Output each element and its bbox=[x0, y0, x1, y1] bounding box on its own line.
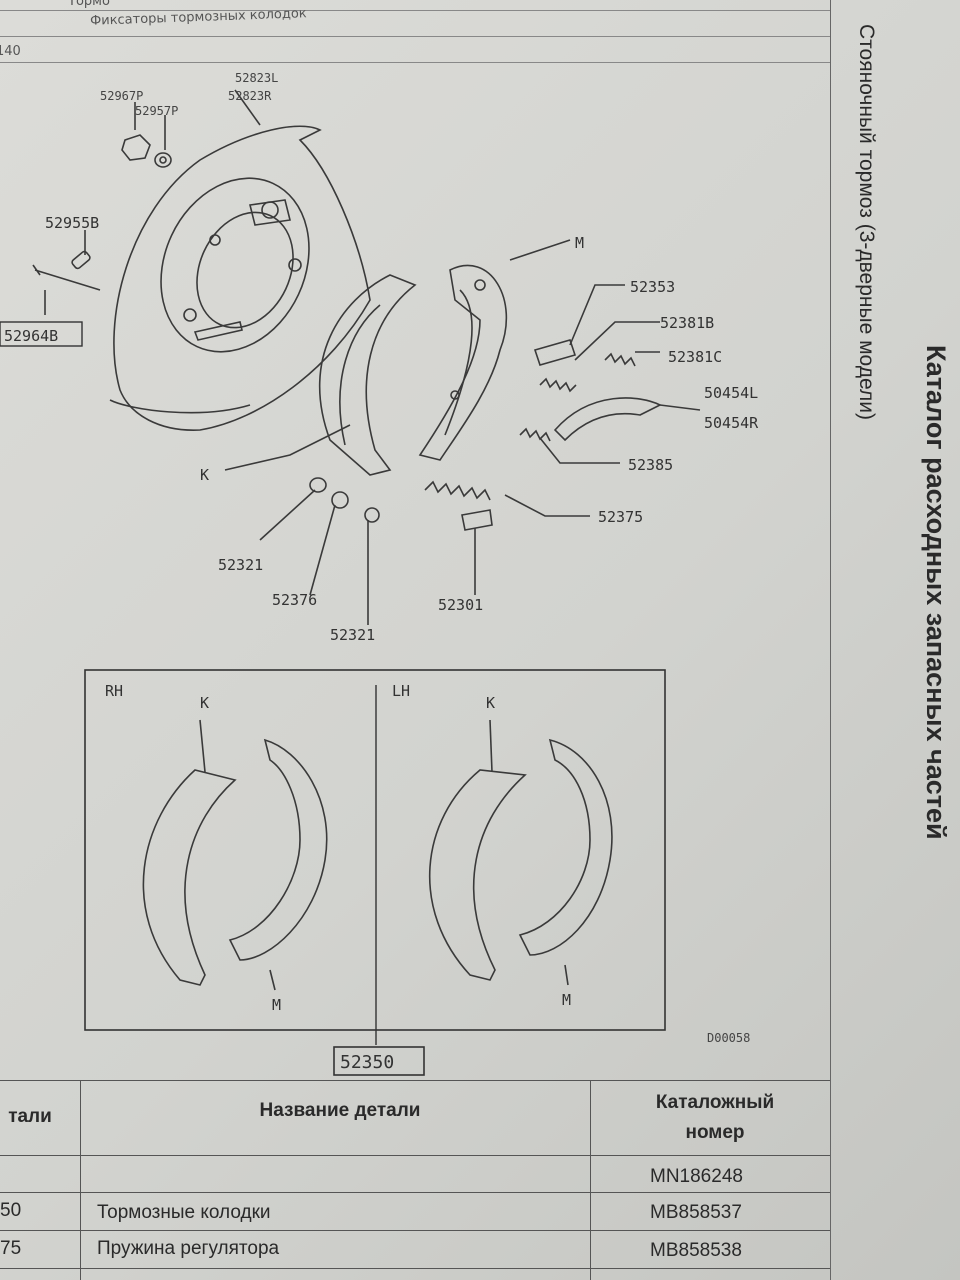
table-rule bbox=[0, 1192, 830, 1193]
assembly-number: 52350 bbox=[340, 1052, 394, 1073]
nut-and-washer-drawing bbox=[121, 134, 172, 168]
callout-52957P: 52957P bbox=[135, 104, 178, 118]
callout-52955B: 52955B bbox=[45, 214, 99, 232]
page-title: Каталог расходных запасных частей Стояно… bbox=[818, 10, 958, 1090]
inset-label-rh: RH bbox=[105, 682, 123, 700]
callout-52823R: 52823R bbox=[228, 89, 272, 103]
callout-52375: 52375 bbox=[598, 508, 643, 526]
callout-52301: 52301 bbox=[438, 596, 483, 614]
table-cell-code: 50 bbox=[0, 1200, 22, 1221]
callout-52381C: 52381C bbox=[668, 348, 722, 366]
table-col-rule bbox=[590, 1080, 591, 1280]
section-title: Стояночный тормоз (3-дверные модели) bbox=[855, 24, 878, 420]
table-col-rule bbox=[80, 1080, 81, 1280]
backing-plate-drawing bbox=[109, 125, 371, 431]
assembly-inset: RH LH K K M M 52350 D00058 bbox=[84, 669, 750, 1076]
header-catalog-line1: Каталожный bbox=[655, 1092, 775, 1113]
table-cell-catalog: MB858538 bbox=[650, 1240, 742, 1261]
drawing-number: D00058 bbox=[707, 1031, 750, 1045]
column-divider bbox=[830, 0, 831, 1280]
table-rule bbox=[0, 1268, 830, 1269]
callout-52376: 52376 bbox=[272, 591, 317, 609]
header-part-name: Название детали bbox=[259, 1100, 421, 1121]
callout-52823L: 52823L bbox=[235, 71, 278, 85]
callout-52381B: 52381B bbox=[660, 314, 714, 332]
parts-table: тали Название детали Каталожный номер MN… bbox=[0, 1080, 830, 1280]
exploded-parts-diagram: 52967P 52957P 52823L 52823R 52955B 52964… bbox=[0, 71, 759, 1076]
table-cell-name: Тормозные колодки bbox=[97, 1202, 271, 1223]
inset-label-k: K bbox=[486, 694, 495, 712]
table-rule bbox=[0, 1080, 830, 1081]
table-cell-code: 75 bbox=[0, 1238, 22, 1259]
header-catalog-line2: номер bbox=[685, 1122, 745, 1143]
callout-50454R: 50454R bbox=[704, 414, 759, 432]
callout-M: M bbox=[575, 234, 584, 252]
callout-52321: 52321 bbox=[218, 556, 263, 574]
callout-52964B: 52964B bbox=[4, 327, 58, 345]
table-cell-catalog: MB858537 bbox=[650, 1202, 742, 1223]
callout-52385: 52385 bbox=[628, 456, 673, 474]
inset-label-lh: LH bbox=[392, 682, 410, 700]
callout-50454L: 50454L bbox=[704, 384, 758, 402]
table-rule bbox=[0, 36, 830, 37]
inset-label-k: K bbox=[200, 694, 209, 712]
catalog-title: Каталог расходных запасных частей bbox=[921, 345, 951, 840]
table-rule bbox=[0, 1155, 830, 1156]
callout-box bbox=[0, 321, 83, 347]
inset-label-m: M bbox=[272, 996, 281, 1014]
inset-label-m: M bbox=[562, 991, 571, 1009]
callout-K: K bbox=[200, 466, 209, 484]
bolt-drawing bbox=[32, 250, 101, 291]
previous-table-fragment: Тормо Фиксаторы тормозных колодок 140 bbox=[0, 0, 830, 63]
callout-52353: 52353 bbox=[630, 278, 675, 296]
prev-row-desc: Тормо bbox=[68, 0, 110, 9]
table-cell-name: Пружина регулятора bbox=[97, 1238, 280, 1259]
assembly-number-box bbox=[333, 1046, 425, 1076]
brake-shoe-m-drawing bbox=[418, 264, 508, 461]
callout-52321: 52321 bbox=[330, 626, 375, 644]
leader-lines bbox=[44, 89, 701, 625]
brake-shoe-k-drawing bbox=[318, 274, 417, 476]
prev-row-code: 140 bbox=[0, 44, 21, 59]
table-rule bbox=[0, 1230, 830, 1231]
table-rule bbox=[0, 10, 830, 11]
small-parts-drawing bbox=[309, 339, 662, 531]
header-part-code: тали bbox=[8, 1106, 52, 1127]
table-cell-catalog: MN186248 bbox=[650, 1166, 743, 1187]
table-rule bbox=[0, 62, 830, 63]
callout-52967P: 52967P bbox=[100, 89, 143, 103]
